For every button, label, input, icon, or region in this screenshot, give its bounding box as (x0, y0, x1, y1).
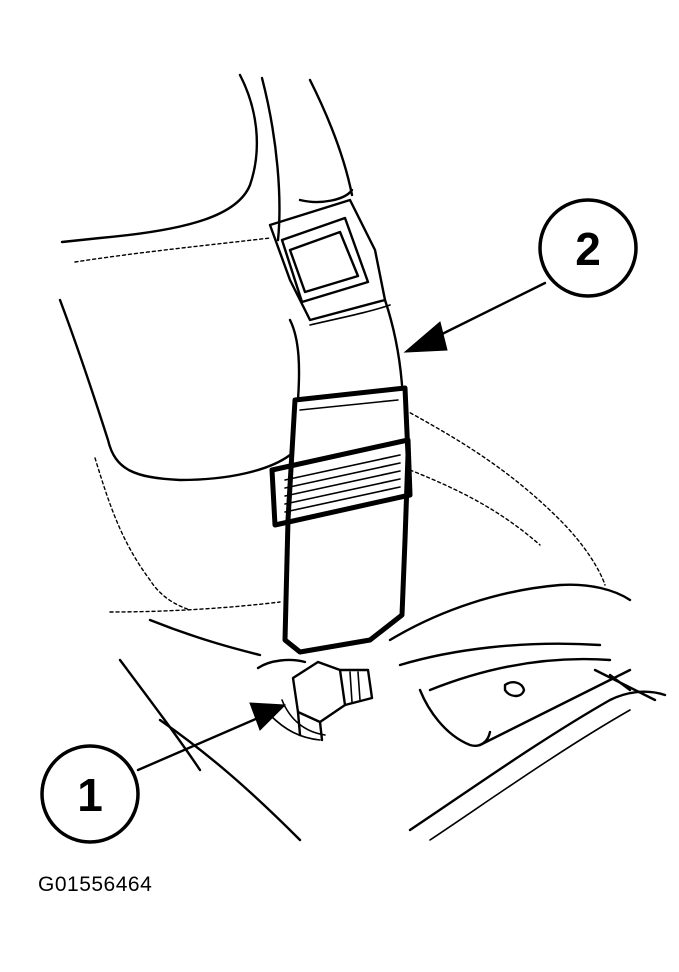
seat-track (118, 618, 667, 842)
callout-2-arrowhead (403, 321, 448, 353)
callout-1: 1 (40, 702, 287, 844)
seat-cushion (298, 78, 632, 642)
anchor-bolt (256, 658, 374, 742)
callout-2: 2 (403, 198, 638, 353)
figure-id: G01556464 (38, 873, 153, 896)
callout-2-number: 2 (575, 223, 601, 275)
callout-2-circle (538, 198, 638, 298)
seat-back (58, 73, 292, 613)
seat-belt-buckle (268, 198, 413, 655)
callout-1-arrowhead (249, 702, 287, 731)
callout-1-number: 1 (77, 769, 103, 821)
callout-1-circle (40, 744, 140, 844)
